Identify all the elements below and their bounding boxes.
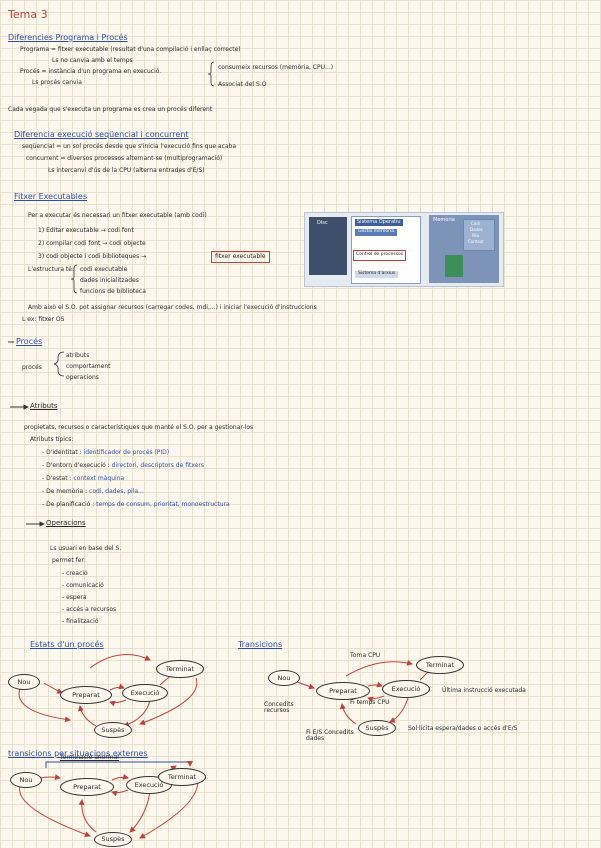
trans-execucio: Execució [382,680,430,698]
op-4: - accés a recursos [62,606,117,613]
struct-item-1: codi executable [80,266,128,273]
step-1: 1) Editar executable → codi font [38,227,134,234]
def-proces-sub: Ls procés canvia [32,79,82,86]
heading-transicions: Transicions [238,640,283,649]
so-label: Sistema Operatiu [355,219,403,226]
heading-execucio: Diferencia execució seqüencial i concurr… [14,130,189,139]
attr-1: - D'identitat : identificador de procés … [42,449,170,456]
mem-dades: Dades [470,227,483,232]
def-concurrent-sub: Ls intercanvi d'ús de la CPU (alterna en… [48,167,205,174]
op-2: - comunicació [62,582,104,589]
attr-3: - D'estat : context màquina [42,475,125,482]
mem-label: Memòria [433,217,455,223]
brace-item-2: Associat del S.O [218,81,267,88]
disc-label: Disc [317,220,328,226]
atributs-sub: Atributs típics: [30,436,74,443]
state-preparat: Preparat [60,686,112,704]
trans-label-mid: Fi temps CPU [350,699,390,706]
def-sequencial: seqüencial = un sol procés desde que s'i… [22,143,237,150]
heading-programa-proces: Diferencies Programa i Procés [8,33,128,42]
step-2: 2) compilar codi font → codi objecte [38,240,146,247]
trans-nou: Nou [268,670,300,686]
struct-item-3: funcions de biblioteca [80,288,146,295]
heading-fitxers: Fitxer Executables [14,192,87,201]
attr-5: - De planificació : temps de consum, pri… [42,501,230,508]
heading-operacions: Operacions [46,519,86,527]
mem-context: Context [468,239,484,244]
proces-item-3: operacions [66,374,99,381]
fitxers-intro: Per a executar és necessari un fitxer ex… [28,212,207,219]
trans-preparat: Preparat [316,682,370,700]
def-programa: Programa = fitxer executable (resultat d… [20,46,241,53]
mem-pila: Pila [472,233,479,238]
step-3: 3) codi objecte i codi biblioteques → [38,253,147,260]
ext-suspes: Suspès [94,832,132,847]
brace-proces-items [53,351,65,377]
state-nou: Nou [8,674,40,690]
op-5: - finalització [62,618,99,625]
trans-label-br: Sol·licita espera/dades o accés d'E/S [408,725,518,732]
brace-struct [70,264,78,294]
proces-item-1: atributs [66,352,90,359]
def-proces: Procés = instància d'un programa en exec… [20,68,162,75]
trans-label-left: Concedits recursos [264,701,294,714]
proces-item-2: comportament [66,363,111,370]
attr-4: - De memòria : codi, dades, pila... [42,488,144,495]
heading-estats: Estats d'un procés [30,640,104,649]
mem-codi: Codi [471,221,480,226]
trans-suspes: Suspès [358,720,396,736]
heading-externes: transicions per situacions externes [8,749,148,758]
def-concurrent: concurrent = diversos processos alternan… [26,155,223,162]
def-programa-sub: Ls no canvia amb el temps [52,57,133,64]
op-3: - espera [62,594,87,601]
brace-item-1: consumeix recursos (memòria, CPU...) [218,64,334,71]
note-programa: Cada vegada que s'executa un programa es… [8,106,213,113]
atributs-intro: propietats, recursos o característiques … [24,424,254,431]
fitxers-ex: L ex: fitxer OS [22,316,65,323]
proces-left: procés [22,364,42,371]
trans-label-top: Torna CPU [350,652,381,659]
mem-sections [463,219,495,251]
op-1: - creació [62,570,88,577]
struct-item-2: dades inicialitzades [80,277,139,284]
trans-terminat: Terminat [416,656,464,674]
step-3-box: fitxer executable [211,251,270,263]
fitxers-after: Amb això el S.O. pot assignar recursos (… [28,304,317,311]
os-diagram: Disc Sistema Operatiu Gestió memòria Con… [304,212,504,287]
page-title: Tema 3 [8,8,48,21]
fs-label: Sistema d'arxius [355,271,399,278]
brace-proces [207,61,215,87]
ext-nou: Nou [10,772,42,788]
heading-proces: Procés [16,337,43,346]
attr-2: - D'entorn d'execució : directori, descr… [42,462,204,469]
ext-terminat: Terminat [158,768,206,786]
state-execucio: Execució [122,684,168,702]
trans-label-bottom: Fi E/S Concedits dades [306,729,354,742]
ext-label: Terminació anormal [60,754,119,761]
cp-label: Control de processos [353,250,407,261]
state-suspes: Suspès [94,722,132,738]
operacions-l1: Ls usuari en base del S. [50,545,122,552]
state-terminat: Terminat [156,660,204,678]
gm-label: Gestió memòria [355,229,397,236]
struct-label: L'estructura té: [28,266,75,273]
disc-block [309,217,347,275]
ext-preparat: Preparat [60,778,114,796]
trans-label-right: Última instrucció executada [442,687,526,694]
operacions-l2: permet fer: [52,557,86,564]
heading-atributs: Atributs [30,402,58,410]
cpu-icon [445,255,463,277]
